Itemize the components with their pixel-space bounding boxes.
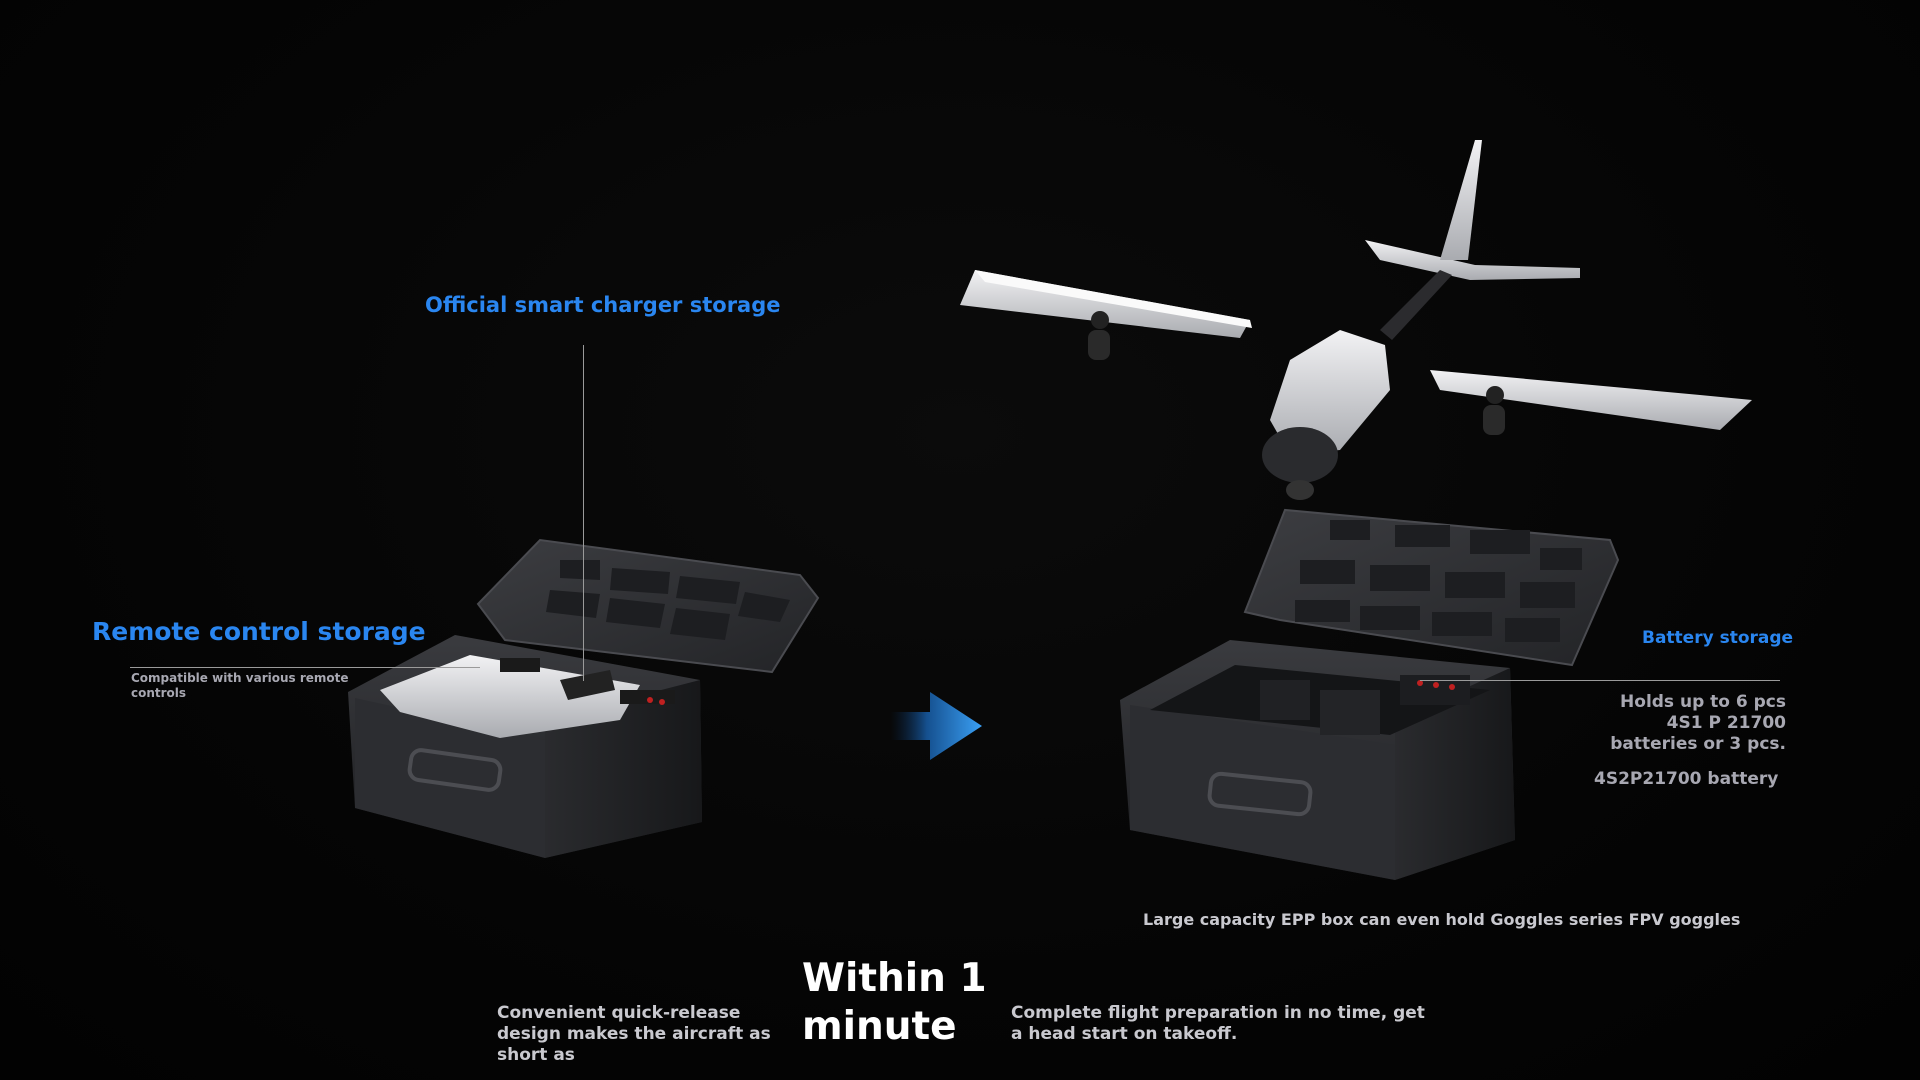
charger-leader-line [583, 345, 584, 681]
flight-prep-text: Complete flight preparation in no time, … [1011, 1003, 1425, 1044]
battery-leader-line [1420, 680, 1780, 681]
quick-release-text: Convenient quick-release design makes th… [497, 1003, 771, 1065]
battery-type-text: 4S2P21700 battery [1594, 769, 1779, 789]
within-one-minute-headline: Within 1 minute [802, 956, 987, 1049]
right-case-body [1120, 640, 1515, 880]
charger-storage-label: Official smart charger storage [425, 293, 781, 317]
epp-box-caption: Large capacity EPP box can even hold Gog… [1143, 910, 1741, 929]
left-case-body [348, 635, 702, 858]
battery-capacity-text: Holds up to 6 pcs 4S1 P 21700 batteries … [1610, 692, 1786, 754]
remote-leader-line [130, 667, 480, 668]
remote-storage-label: Remote control storage [92, 617, 426, 646]
battery-storage-label: Battery storage [1642, 628, 1794, 648]
remote-storage-sublabel: Compatible with various remote controls [131, 671, 349, 700]
drone-illustration [960, 140, 1752, 500]
right-case-lid [1243, 508, 1620, 667]
left-case-lid [476, 538, 820, 674]
arrow-right-icon [890, 692, 982, 760]
